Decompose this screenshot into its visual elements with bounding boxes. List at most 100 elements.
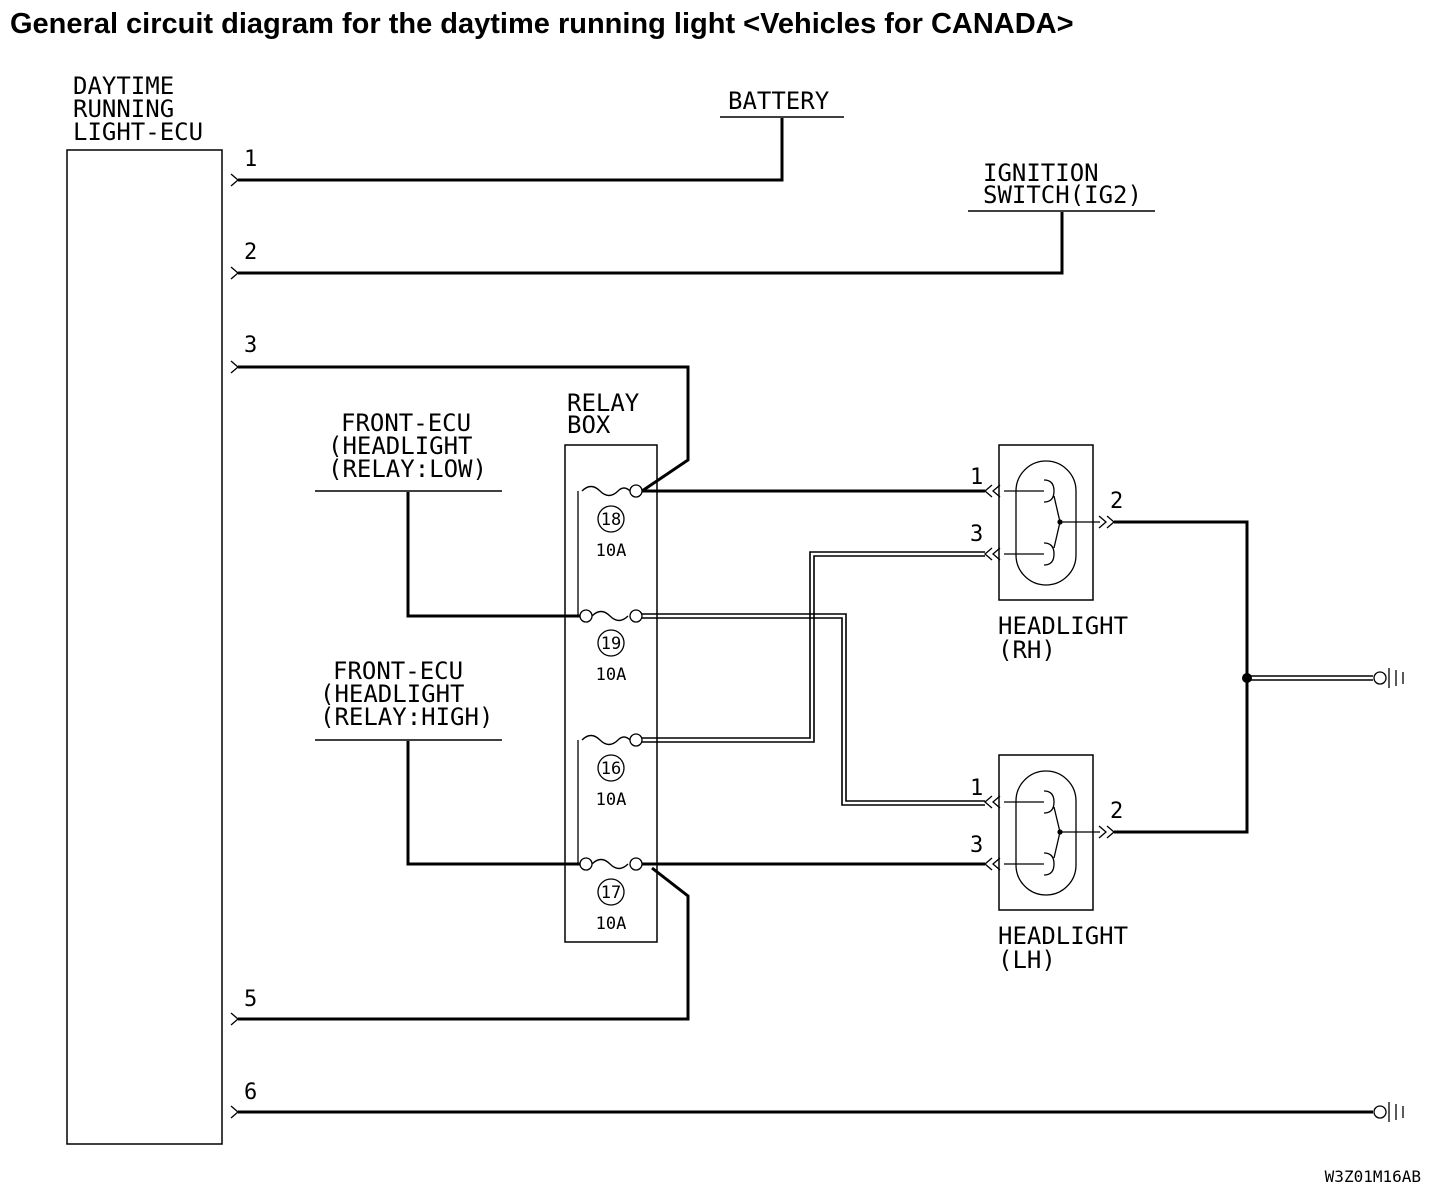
headlight-lh-arrow-2a <box>1098 825 1107 839</box>
headlight-lh-label-line-1: HEADLIGHT <box>998 922 1128 950</box>
ecu-pin-2: 2 <box>244 240 257 265</box>
wire-fuse16-rh-3 <box>642 551 985 743</box>
headlight-lh-label-line-2: (LH) <box>998 946 1056 974</box>
ignition-switch: IGNITION SWITCH(IG2) <box>968 159 1155 212</box>
fuse-19: 19 10A <box>579 609 643 685</box>
fuse-17-number: 17 <box>601 883 621 903</box>
headlight-rh-arrow-3a <box>984 547 993 561</box>
headlight-rh-label-line-1: HEADLIGHT <box>998 612 1128 640</box>
wire-fuse19-lh-1 <box>642 613 985 806</box>
headlight-lh-filament-high <box>1043 852 1055 876</box>
fuse-18-badge <box>597 505 625 533</box>
front-ecu-low-line-3: (RELAY:LOW) <box>328 455 487 483</box>
headlight-lh-pin-2: 2 <box>1110 799 1123 824</box>
wire-front-ecu-high <box>406 741 580 866</box>
relay-box: RELAY BOX 18 10A 19 10A 16 1 <box>564 389 658 943</box>
fuse-17-terminal-left <box>579 857 593 871</box>
fuse-19-badge <box>597 629 625 657</box>
ecu-connector-6 <box>230 1105 239 1119</box>
headlight-lh-pin-3: 3 <box>970 833 983 858</box>
ground-icon-ecu <box>1373 1102 1404 1122</box>
headlight-lh-arrow-3a <box>984 857 993 871</box>
headlight-rh-filament-low <box>1043 479 1055 503</box>
fuse-17-amp: 10A <box>596 914 627 934</box>
ecu-label-line-1: DAYTIME <box>73 72 174 100</box>
ecu-pin-6: 6 <box>244 1080 257 1105</box>
fuse-18-element <box>581 485 631 497</box>
ecu-pin-5: 5 <box>244 987 257 1012</box>
ecu-label-line-2: RUNNING <box>73 95 174 123</box>
headlight-rh-arrow-1a <box>984 484 993 498</box>
fuse-18-amp: 10A <box>596 541 627 561</box>
front-ecu-high-line-3: (RELAY:HIGH) <box>320 703 493 731</box>
fuse-17: 17 10A <box>579 857 643 934</box>
fuse-18: 18 10A <box>577 484 643 616</box>
ground-splice <box>1242 673 1252 683</box>
headlight-rh-pin-3: 3 <box>970 522 983 547</box>
wire-ground-headlights <box>1247 675 1373 681</box>
fuse-16-badge <box>597 754 625 782</box>
fuse-16-element <box>581 734 631 746</box>
fuse-16-amp: 10A <box>596 790 627 810</box>
headlight-lh-bulb <box>1015 770 1077 896</box>
fuse-17-badge <box>597 878 625 906</box>
ignition-label-line-1: IGNITION <box>983 159 1099 187</box>
battery: BATTERY <box>720 87 844 118</box>
fuse-19-element <box>591 610 629 622</box>
front-ecu-high-line-1: FRONT-ECU <box>333 657 463 685</box>
ecu-pin-3: 3 <box>244 333 257 358</box>
headlight-lh-arrow-1b <box>992 795 1001 809</box>
fuse-18-terminal <box>629 484 643 498</box>
ground-icon-headlights-ring <box>1373 671 1387 685</box>
ecu-box <box>66 149 223 1145</box>
wire-pin5-relay <box>238 866 690 1021</box>
headlight-rh-arrow-2b <box>1106 515 1115 529</box>
ecu-pin-1: 1 <box>244 147 257 172</box>
headlight-rh-label-line-2: (RH) <box>998 636 1056 664</box>
headlight-lh-arrow-3b <box>992 857 1001 871</box>
ecu-label-line-3: LIGHT-ECU <box>73 118 203 146</box>
wire-pin2-ignition <box>238 212 1064 275</box>
ecu-connector-5 <box>230 1012 239 1026</box>
headlight-lh-arrow-1a <box>984 795 993 809</box>
fuse-19-number: 19 <box>601 634 621 654</box>
ground-icon-headlights <box>1373 668 1404 688</box>
headlight-rh: 1 3 2 HEADLIGHT (RH) <box>970 444 1128 664</box>
relay-box-label-line-2: BOX <box>567 411 611 439</box>
headlight-rh-bulb <box>1015 460 1077 586</box>
headlight-rh-arrow-3b <box>992 547 1001 561</box>
fuse-18-number: 18 <box>601 510 621 530</box>
wire-pin1-battery <box>238 118 784 182</box>
fuse-17-terminal-right <box>629 857 643 871</box>
fuse-19-terminal-right <box>629 609 643 623</box>
ground-icon-ecu-ring <box>1373 1105 1387 1119</box>
wire-front-ecu-low <box>406 492 580 618</box>
wire-headlight-ground-bus <box>1114 520 1249 834</box>
fuse-19-amp: 10A <box>596 665 627 685</box>
ecu-connector-3 <box>230 360 239 374</box>
headlight-lh: 1 3 2 HEADLIGHT (LH) <box>970 754 1128 974</box>
headlight-rh-pin-1: 1 <box>970 465 983 490</box>
ecu-connector-1 <box>230 173 239 187</box>
headlight-lh-pin-1: 1 <box>970 776 983 801</box>
headlight-lh-filament-low <box>1043 790 1055 814</box>
headlight-rh-arrow-2a <box>1098 515 1107 529</box>
headlight-rh-arrow-1b <box>992 484 1001 498</box>
headlight-rh-filament-high <box>1043 542 1055 566</box>
fuse-16-terminal <box>629 733 643 747</box>
battery-label: BATTERY <box>728 87 830 115</box>
ecu-connector-2 <box>230 266 239 280</box>
ignition-label-line-2: SWITCH(IG2) <box>983 181 1142 209</box>
front-ecu-high-line-2: (HEADLIGHT <box>320 680 465 708</box>
relay-box-outline <box>564 444 658 943</box>
page-title: General circuit diagram for the daytime … <box>10 8 1074 40</box>
front-ecu-low-line-2: (HEADLIGHT <box>328 432 473 460</box>
fuse-16: 16 10A <box>577 733 643 864</box>
drawing-code: W3Z01M16AB <box>1325 1167 1421 1186</box>
front-ecu-high: FRONT-ECU (HEADLIGHT (RELAY:HIGH) <box>315 657 502 741</box>
fuse-16-number: 16 <box>601 759 621 779</box>
front-ecu-low-line-1: FRONT-ECU <box>341 409 471 437</box>
headlight-rh-pin-2: 2 <box>1110 489 1123 514</box>
fuse-17-element <box>591 858 629 870</box>
